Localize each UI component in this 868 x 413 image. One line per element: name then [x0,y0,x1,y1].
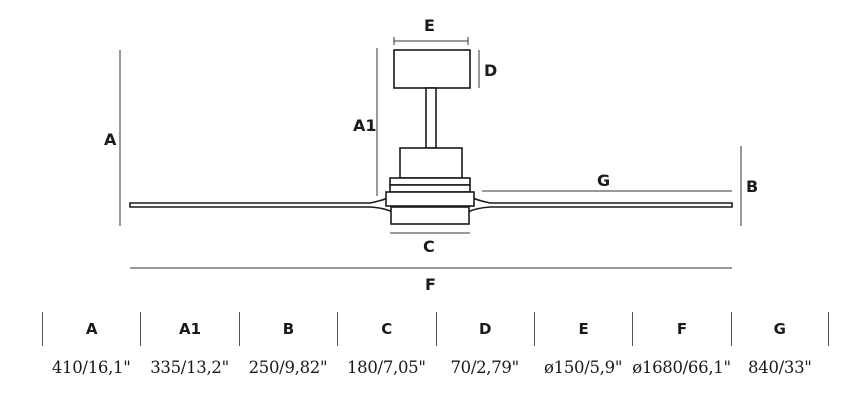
label-a: A [104,130,117,149]
table-value-a: 410/16,1" [51,358,131,377]
label-c: C [423,237,435,256]
label-g: G [597,171,610,190]
blade-left [129,194,393,214]
label-f: F [425,275,436,294]
dimension-table-value-row: 410/16,1" 335/13,2" 250/9,82" 180/7,05" … [42,358,829,377]
table-header-a1: A1 [140,312,238,346]
table-value-d: 70/2,79" [450,358,519,377]
canopy [393,49,471,89]
fan-dimension-diagram: A A1 E D G B C F [104,16,758,294]
table-header-c: C [337,312,435,346]
downrod [425,87,437,149]
table-value-f: ø1680/66,1" [632,358,731,377]
label-a1: A1 [353,116,377,135]
table-header-e: E [533,312,632,346]
dimension-table-header-row: A A1 B C D E F G [42,312,829,346]
label-b: B [746,177,758,196]
table-header-f: F [632,312,730,346]
blade-right [467,194,733,214]
motor-top [399,147,463,179]
table-header-a: A [42,312,140,346]
table-value-e: ø150/5,9" [544,358,623,377]
table-header-d: D [435,312,534,346]
blade-hub [385,191,475,207]
label-d: D [484,61,497,80]
table-header-b: B [238,312,337,346]
table-header-g: G [730,312,829,346]
motor-ring-upper [389,177,471,186]
dimension-table: A A1 B C D E F G 410/16,1" 335/13,2" 250… [42,312,829,377]
table-value-b: 250/9,82" [248,358,328,377]
table-value-g: 840/33" [748,358,812,377]
label-e: E [424,16,435,35]
table-value-c: 180/7,05" [346,358,426,377]
motor-lower-housing [390,206,470,225]
motor-ring-middle [389,184,471,193]
table-value-a1: 335/13,2" [150,358,229,377]
